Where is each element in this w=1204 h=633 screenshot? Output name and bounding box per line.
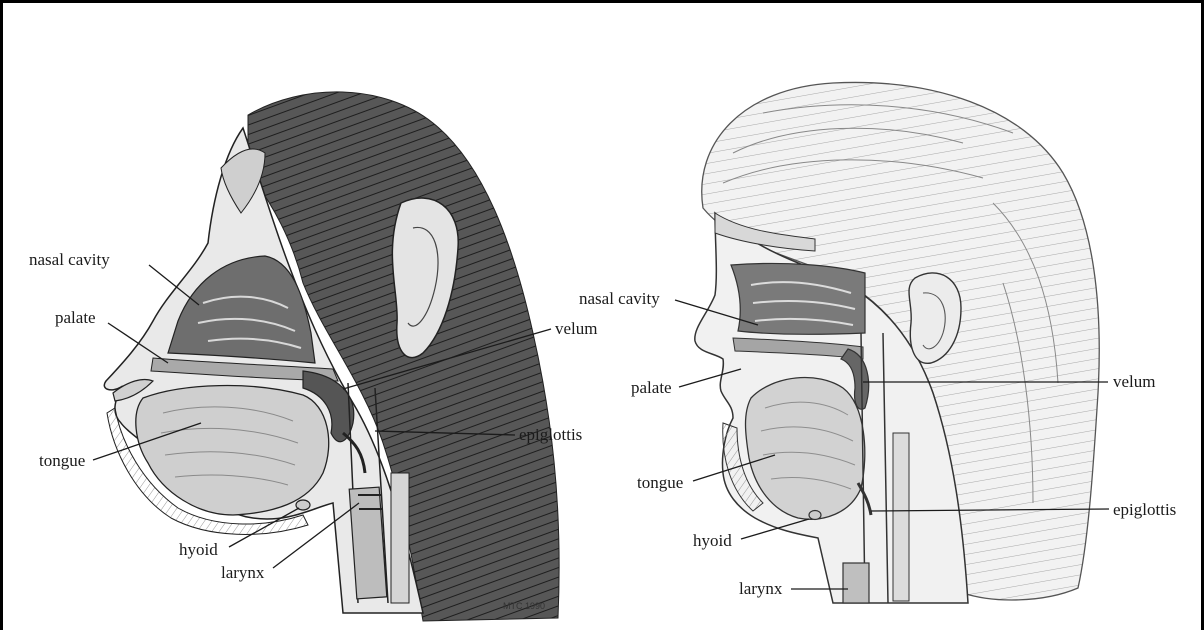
left-label-epiglottis: epiglottis — [519, 425, 582, 444]
right-label-velum: velum — [1113, 372, 1156, 391]
left-label-velum: velum — [555, 319, 598, 338]
right-label-hyoid: hyoid — [693, 531, 732, 550]
left-figure — [104, 92, 559, 621]
right-label-larynx: larynx — [739, 579, 783, 598]
anatomy-illustration: nasal cavity palate velum epiglottis ton… — [3, 3, 1204, 633]
left-label-palate: palate — [55, 308, 96, 327]
left-artist-signature: MTC 1990 — [503, 601, 545, 611]
left-label-larynx: larynx — [221, 563, 265, 582]
left-label-tongue: tongue — [39, 451, 85, 470]
right-figure — [695, 82, 1099, 603]
right-label-nasal-cavity: nasal cavity — [579, 289, 660, 308]
left-label-hyoid: hyoid — [179, 540, 218, 559]
left-label-nasal-cavity: nasal cavity — [29, 250, 110, 269]
right-label-tongue: tongue — [637, 473, 683, 492]
right-label-epiglottis: epiglottis — [1113, 500, 1176, 519]
left-tongue-shape — [136, 386, 329, 515]
right-label-palate: palate — [631, 378, 672, 397]
